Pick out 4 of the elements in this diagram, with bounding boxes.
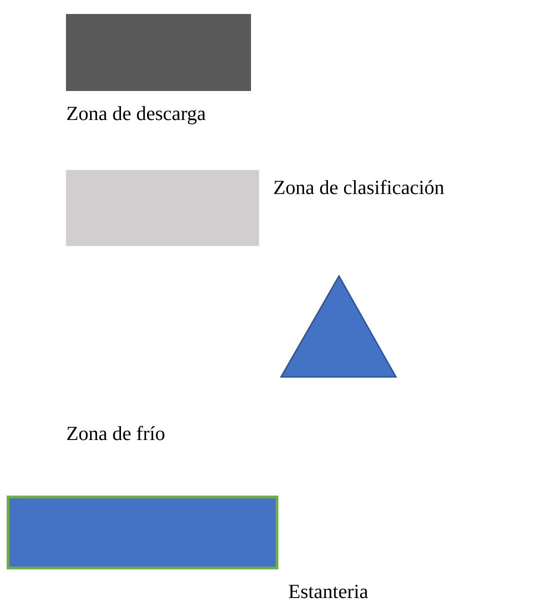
legend-label: Zona de frío [67, 426, 164, 440]
legend-label: Zona de descarga [67, 106, 206, 124]
legend-label: Zona de clasificación [274, 180, 444, 194]
legend-label: Estanteria [288, 584, 368, 598]
